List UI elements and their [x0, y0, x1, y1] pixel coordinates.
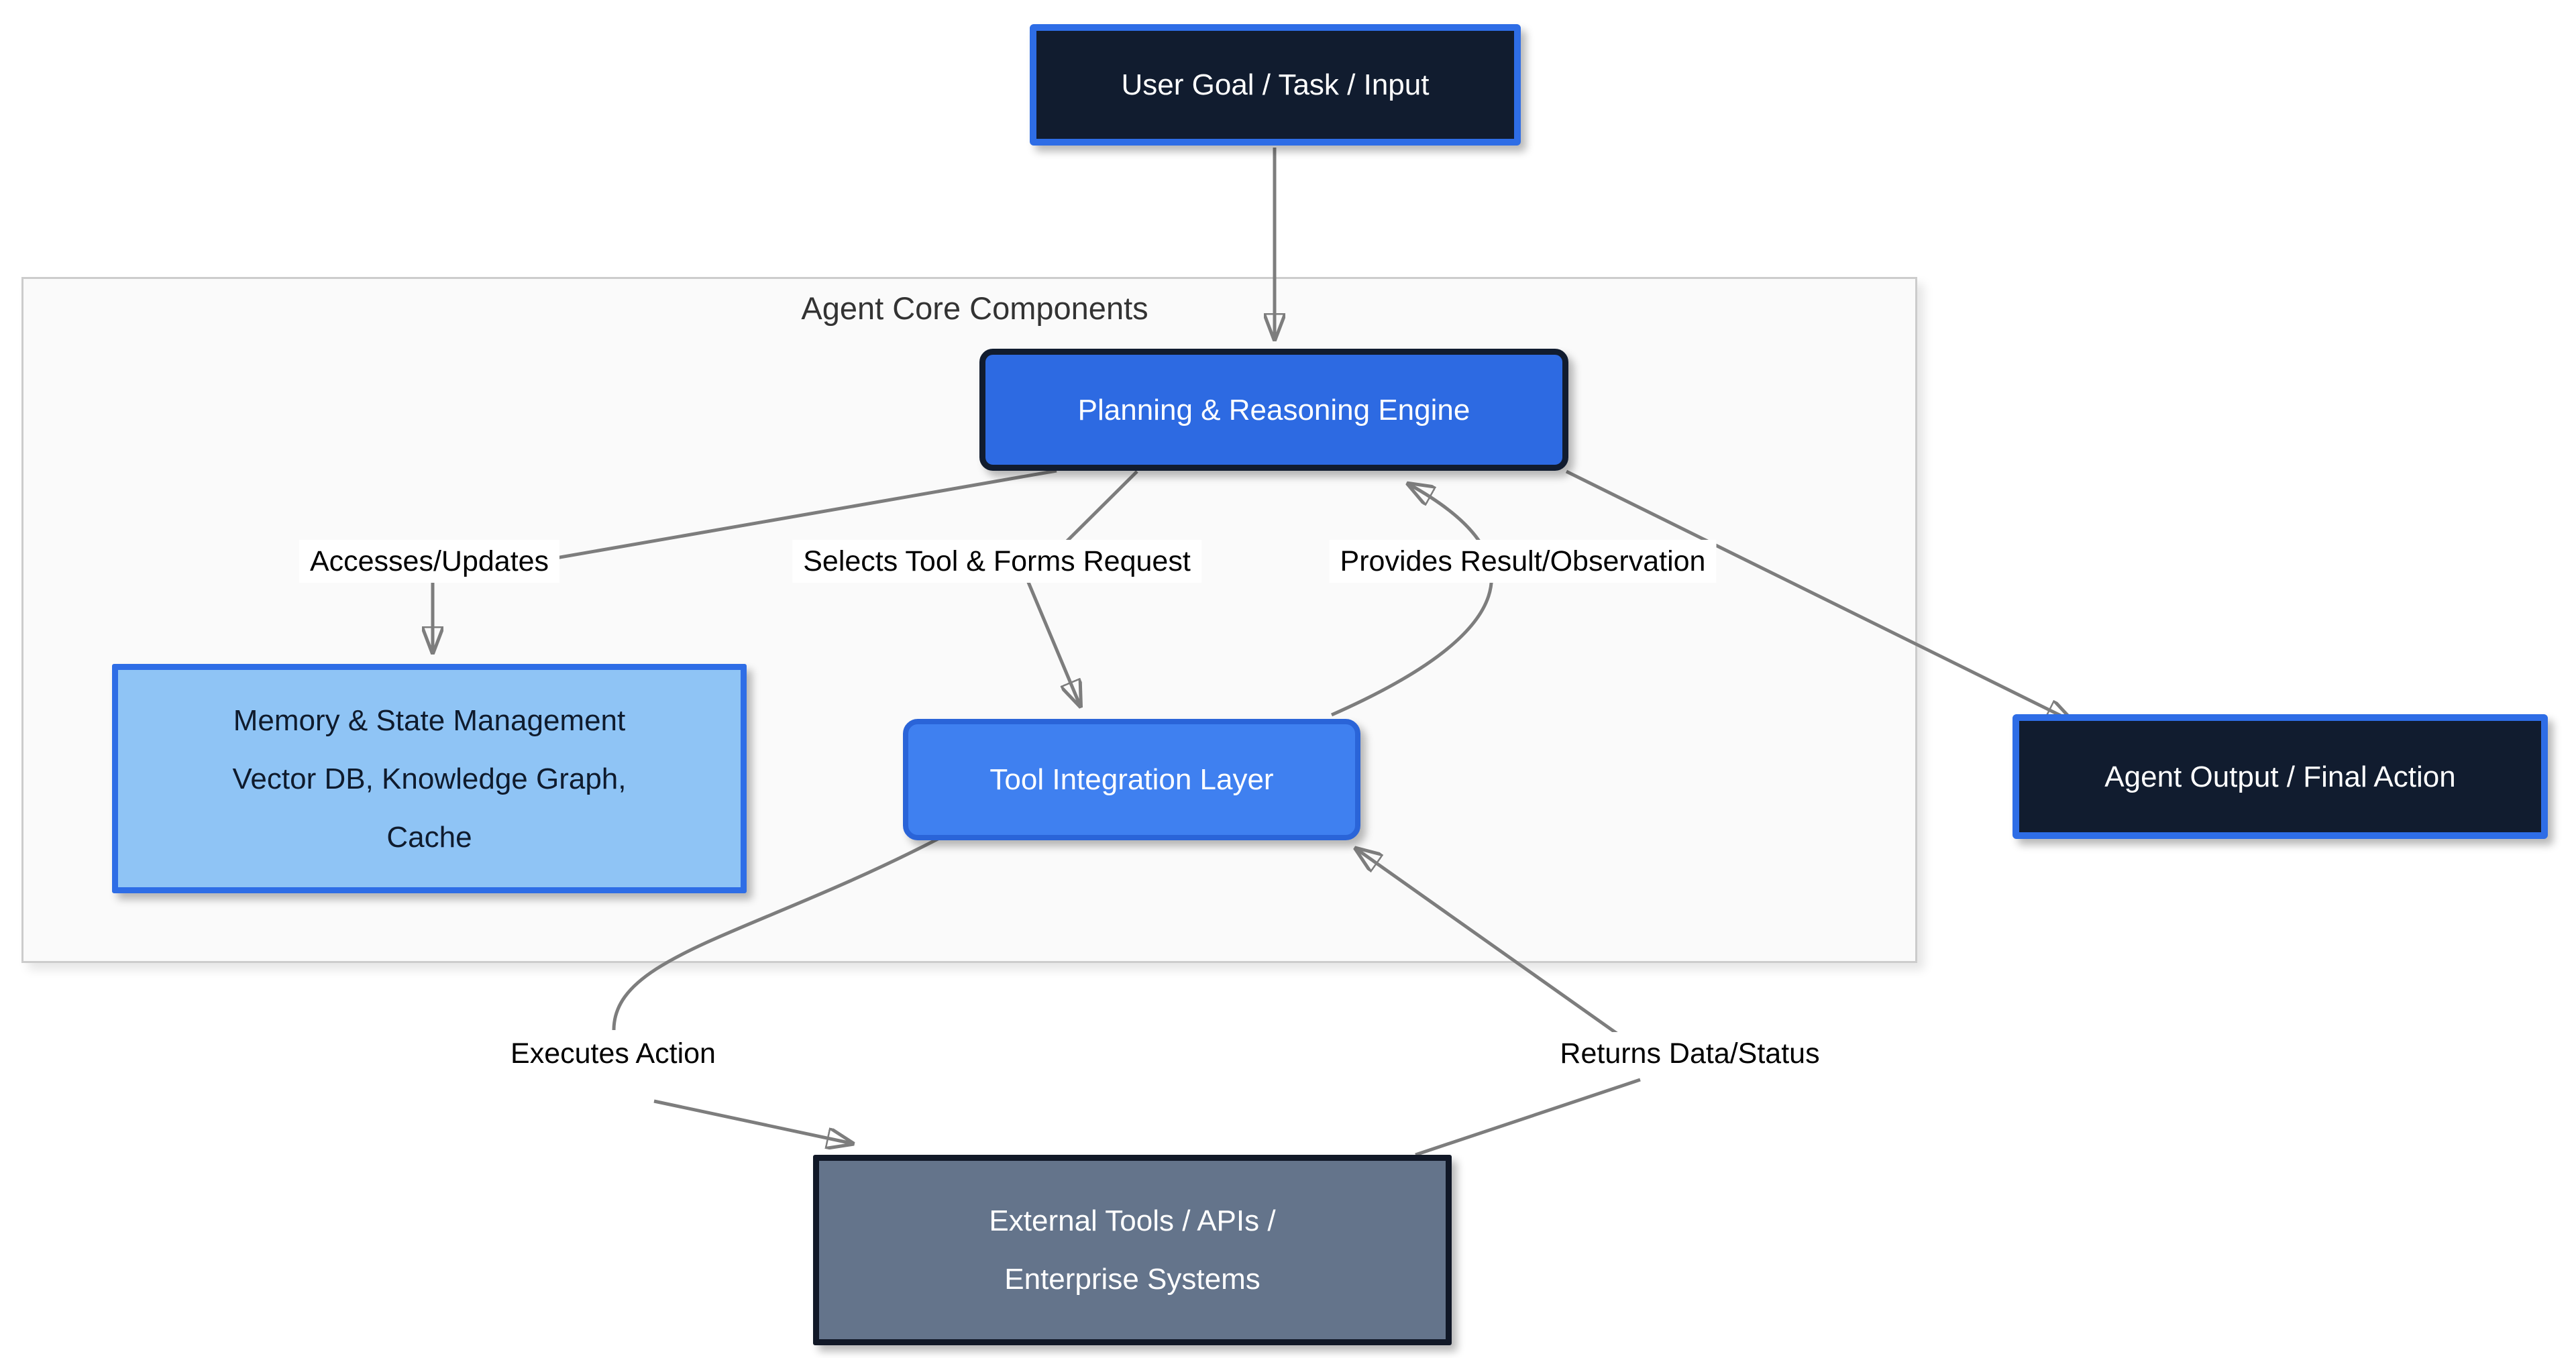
node-memory-line-3: Cache — [386, 820, 472, 854]
node-agent-output: Agent Output / Final Action — [2012, 714, 2548, 839]
node-tool-integration-layer: Tool Integration Layer — [903, 719, 1360, 840]
node-memory-line-1: Memory & State Management — [233, 703, 626, 737]
node-user-goal: User Goal / Task / Input — [1030, 24, 1521, 146]
agent-core-title: Agent Core Components — [801, 290, 1148, 326]
node-planning-label: Planning & Reasoning Engine — [1077, 393, 1470, 427]
edge-label-selects-tool: Selects Tool & Forms Request — [792, 540, 1201, 583]
node-planning-reasoning-engine: Planning & Reasoning Engine — [979, 349, 1568, 471]
edge-label-provides-result: Provides Result/Observation — [1329, 540, 1717, 583]
node-memory-line-2: Vector DB, Knowledge Graph, — [232, 762, 627, 795]
edge-label-executes-action: Executes Action — [500, 1032, 727, 1075]
node-agent-output-label: Agent Output / Final Action — [2104, 760, 2456, 793]
edge-selects-label-to-tool — [1026, 580, 1080, 705]
node-memory-state-management: Memory & State Management Vector DB, Kno… — [112, 664, 747, 893]
edge-label-returns-data: Returns Data/Status — [1549, 1032, 1831, 1075]
node-external-line-1: External Tools / APIs / — [989, 1204, 1276, 1237]
edge-tool-to-planning-provides — [1330, 484, 1493, 717]
node-external-tools: External Tools / APIs / Enterprise Syste… — [813, 1155, 1452, 1345]
edge-returns-label-to-tool — [1356, 849, 1631, 1045]
edge-label-accesses-updates: Accesses/Updates — [299, 540, 560, 583]
edge-tool-to-executes-label — [612, 836, 941, 1031]
node-external-line-2: Enterprise Systems — [1004, 1263, 1260, 1296]
edge-executes-label-to-external — [653, 1099, 852, 1143]
edge-planning-to-agent-output — [1565, 469, 2072, 721]
node-tool-label: Tool Integration Layer — [989, 763, 1274, 796]
edge-external-to-returns-label — [1415, 1078, 1641, 1157]
node-user-goal-label: User Goal / Task / Input — [1121, 68, 1430, 101]
